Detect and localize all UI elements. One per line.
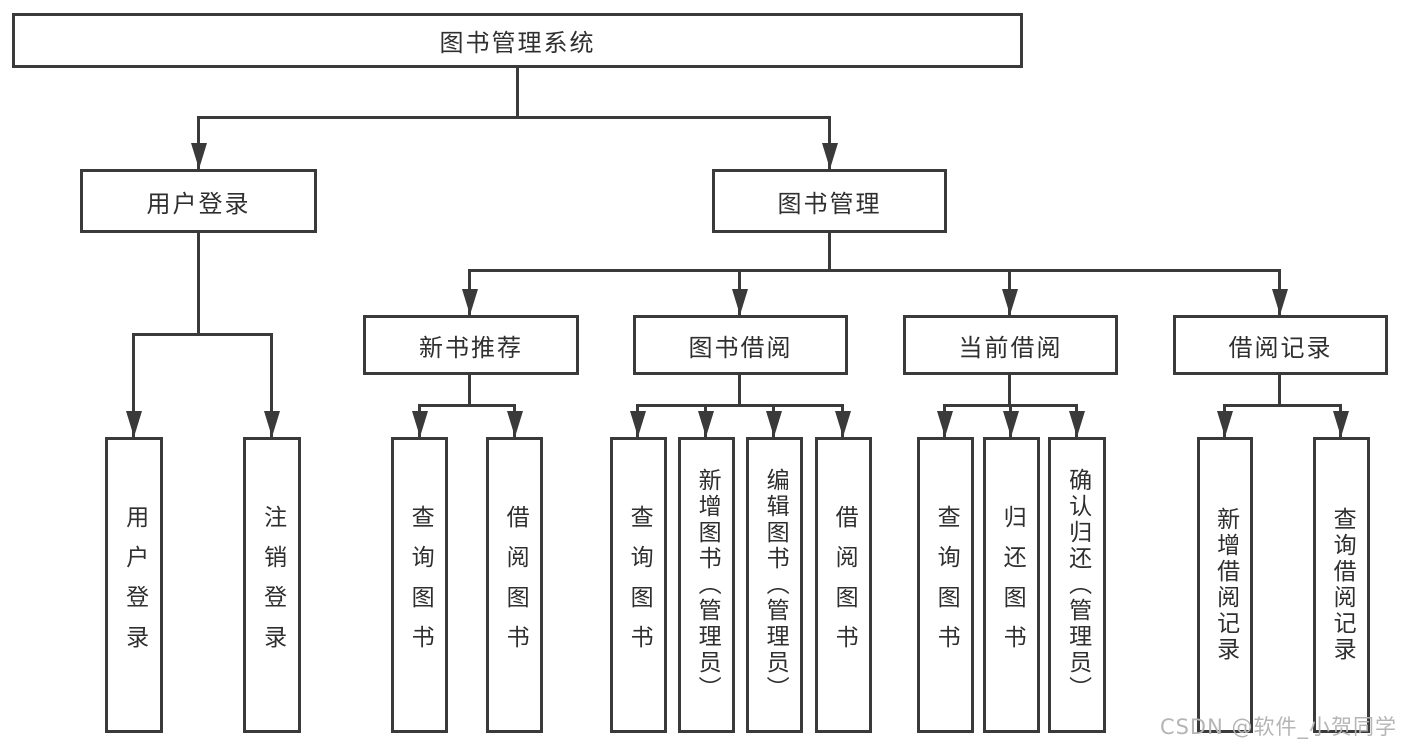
connector-line (828, 116, 831, 169)
node-book-management-label: 图书管理 (777, 189, 882, 218)
arrowhead-down-icon (1272, 289, 1288, 315)
arrowhead-down-icon (1217, 411, 1233, 437)
connector-line (738, 375, 741, 406)
arrowhead-down-icon (191, 143, 207, 169)
node-borrow-records: 借阅记录 (1173, 315, 1388, 375)
leaf-br-query-record: 查询借阅记录 (1313, 437, 1370, 733)
arrowhead-down-icon (630, 411, 646, 437)
leaf-cb-confirm-return-admin: 确认归还（管理员） (1048, 437, 1106, 733)
node-book-management: 图书管理 (712, 169, 947, 233)
connector-line (828, 233, 831, 272)
connector-line (197, 116, 200, 169)
node-new-book-recommend-label: 新书推荐 (419, 333, 523, 362)
connector-line (270, 333, 273, 437)
leaf-nb-borrow-books: 借阅图书 (486, 437, 543, 733)
connector-line (197, 233, 200, 336)
arrowhead-down-icon (412, 411, 428, 437)
leaf-user-login: 用户登录 (105, 437, 163, 733)
leaf-cb-return-books-label: 归还图书 (999, 505, 1026, 665)
connector-line (418, 404, 516, 407)
leaf-bb-query-books-label: 查询图书 (626, 505, 653, 665)
leaf-cb-query-books-label: 查询图书 (933, 505, 960, 665)
leaf-bb-borrow-books-label: 借阅图书 (831, 505, 858, 665)
arrowhead-down-icon (1002, 289, 1018, 315)
leaf-br-add-record: 新增借阅记录 (1197, 437, 1253, 733)
connector-line (468, 375, 471, 406)
node-root-label: 图书管理系统 (439, 29, 596, 57)
leaf-br-query-record-label: 查询借阅记录 (1329, 507, 1356, 663)
connector-line (132, 333, 273, 336)
connector-line (1223, 404, 1342, 407)
arrowhead-down-icon (264, 411, 280, 437)
leaf-bb-edit-books-admin-label: 编辑图书（管理员） (762, 468, 789, 702)
arrowhead-down-icon (462, 289, 478, 315)
leaf-bb-borrow-books: 借阅图书 (815, 437, 872, 733)
watermark: CSDN @软件_小贺同学 (1159, 715, 1397, 739)
node-new-book-recommend: 新书推荐 (363, 315, 579, 375)
arrowhead-down-icon (698, 411, 714, 437)
connector-line (1278, 375, 1281, 406)
leaf-bb-edit-books-admin: 编辑图书（管理员） (746, 437, 803, 733)
arrowhead-down-icon (507, 411, 523, 437)
node-user-login-label: 用户登录 (146, 189, 251, 218)
leaf-bb-query-books: 查询图书 (610, 437, 667, 733)
node-book-borrow: 图书借阅 (633, 315, 848, 375)
arrowhead-down-icon (1069, 411, 1085, 437)
arrowhead-down-icon (822, 143, 838, 169)
arrowhead-down-icon (835, 411, 851, 437)
node-root: 图书管理系统 (12, 13, 1023, 68)
node-user-login: 用户登录 (80, 169, 317, 233)
connector-line (1008, 375, 1011, 406)
leaf-nb-query-books: 查询图书 (391, 437, 448, 733)
leaf-logout: 注销登录 (243, 437, 301, 733)
leaf-bb-add-books-admin-label: 新增图书（管理员） (694, 468, 721, 702)
leaf-cb-return-books: 归还图书 (983, 437, 1040, 733)
connector-line (197, 116, 831, 119)
arrowhead-down-icon (1003, 411, 1019, 437)
arrowhead-down-icon (937, 411, 953, 437)
node-current-borrow: 当前借阅 (903, 315, 1118, 375)
connector-line (468, 269, 1281, 272)
leaf-bb-add-books-admin: 新增图书（管理员） (678, 437, 735, 733)
connector-line (636, 404, 844, 407)
arrowhead-down-icon (126, 411, 142, 437)
leaf-nb-borrow-books-label: 借阅图书 (502, 505, 529, 665)
leaf-cb-query-books: 查询图书 (917, 437, 974, 733)
node-current-borrow-label: 当前借阅 (958, 333, 1063, 362)
leaf-br-add-record-label: 新增借阅记录 (1212, 507, 1239, 663)
leaf-user-login-label: 用户登录 (121, 505, 148, 665)
leaf-logout-label: 注销登录 (259, 505, 286, 665)
connector-line (132, 333, 135, 437)
leaf-nb-query-books-label: 查询图书 (407, 505, 434, 665)
node-borrow-records-label: 借阅记录 (1228, 333, 1333, 362)
arrowhead-down-icon (766, 411, 782, 437)
connector-line (516, 68, 519, 118)
arrowhead-down-icon (732, 289, 748, 315)
arrowhead-down-icon (1333, 411, 1349, 437)
node-book-borrow-label: 图书借阅 (688, 333, 793, 362)
leaf-cb-confirm-return-admin-label: 确认归还（管理员） (1064, 468, 1091, 702)
